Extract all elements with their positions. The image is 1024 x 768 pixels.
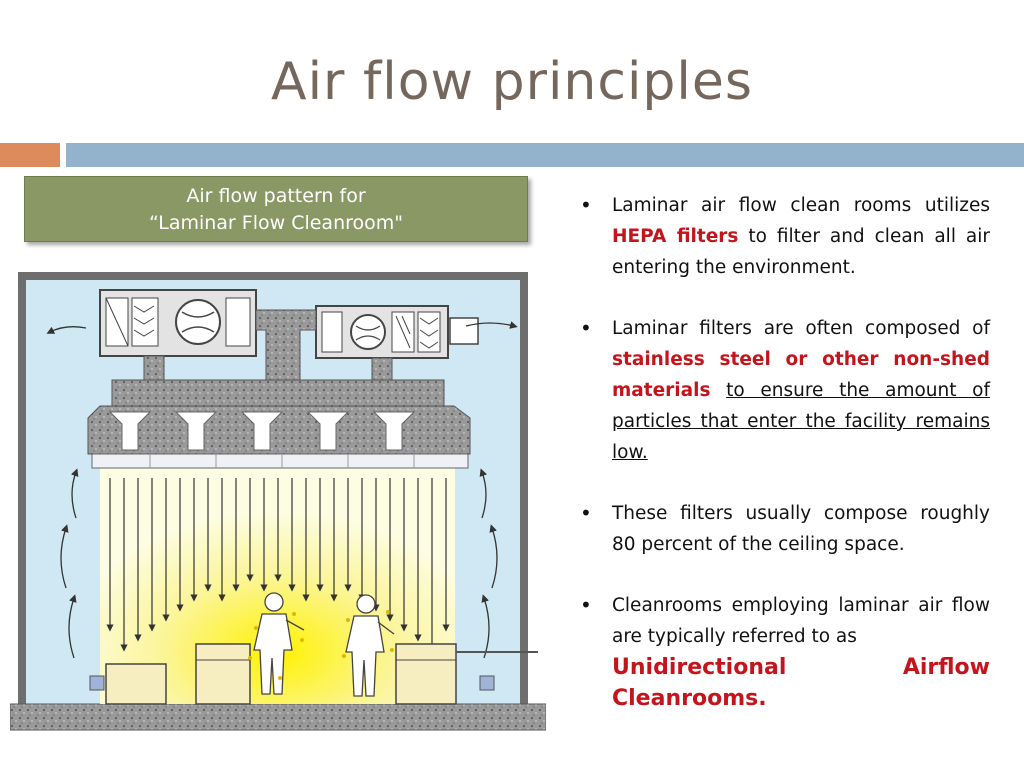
bullet-text: to filter and clean all air entering the… bbox=[612, 226, 990, 278]
diagram-caption: Air flow pattern for “Laminar Flow Clean… bbox=[24, 176, 528, 242]
caption-line-1: Air flow pattern for bbox=[186, 185, 366, 207]
bullet-list: Laminar air flow clean rooms utilizes HE… bbox=[576, 190, 990, 744]
bullet-space bbox=[710, 380, 726, 401]
accent-bar-orange bbox=[0, 143, 60, 167]
caption-line-2: “Laminar Flow Cleanroom" bbox=[148, 212, 404, 234]
highlight-cleanrooms: Cleanrooms. bbox=[612, 686, 767, 711]
bullet-item: Cleanrooms employing laminar air flow ar… bbox=[576, 590, 990, 714]
bullet-text: Laminar air flow clean rooms utilizes bbox=[612, 195, 990, 216]
underlined-text: to ensure the amount of particles that e… bbox=[612, 380, 990, 463]
bullet-item: Laminar air flow clean rooms utilizes HE… bbox=[576, 190, 990, 283]
bullet-text: These filters usually compose roughly 80… bbox=[612, 503, 990, 555]
bullet-item: Laminar filters are often composed of st… bbox=[576, 313, 990, 468]
bullet-text: Cleanrooms employing laminar air flow ar… bbox=[612, 595, 990, 647]
highlight-line: Unidirectional Airflow bbox=[612, 652, 990, 683]
highlight-unidirectional: Unidirectional bbox=[612, 655, 787, 680]
bullet-text: Laminar filters are often composed of bbox=[612, 318, 990, 339]
highlight-airflow: Airflow bbox=[902, 655, 990, 680]
laminar-flow-cleanroom-diagram bbox=[10, 272, 546, 731]
highlight-hepa-filters: HEPA filters bbox=[612, 226, 739, 247]
slide-title: Air flow principles bbox=[271, 52, 753, 112]
highlight-materials: stainless steel or other non-shed materi… bbox=[612, 349, 990, 401]
bullet-item: These filters usually compose roughly 80… bbox=[576, 498, 990, 560]
accent-bar-blue bbox=[66, 143, 1024, 167]
